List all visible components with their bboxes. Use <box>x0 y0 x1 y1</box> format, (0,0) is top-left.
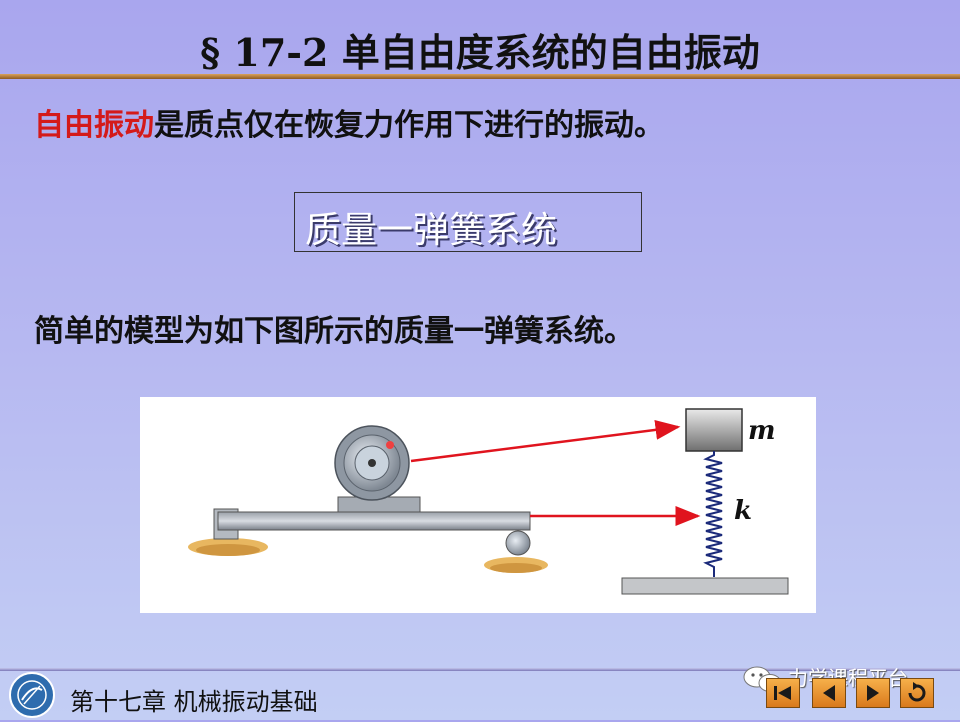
title-divider <box>0 74 960 79</box>
return-icon <box>908 682 926 702</box>
mass-spring-label: 质量一弹簧系统 <box>305 210 558 251</box>
chapter-footer: 第十七章 机械振动基础 <box>70 688 318 716</box>
arrow-to-mass <box>410 419 681 463</box>
university-logo-icon <box>4 672 60 722</box>
first-slide-icon <box>774 686 791 700</box>
beam <box>217 511 531 531</box>
figure-drawing: m k <box>188 408 789 595</box>
next-slide-button[interactable] <box>856 678 890 708</box>
definition-rest: 是质点仅在恢复力作用下进行的振动。 <box>154 108 664 143</box>
slide-title: § 17-2 单自由度系统的自由振动 <box>200 30 760 75</box>
motor-icon <box>334 425 410 501</box>
mass-spring-figure: m k <box>140 397 816 613</box>
right-ground-support <box>484 557 548 573</box>
spring-label: k <box>734 496 752 526</box>
previous-slide-icon <box>823 685 835 701</box>
first-slide-button[interactable] <box>766 678 800 708</box>
return-button[interactable] <box>900 678 934 708</box>
definition-term: 自由振动 <box>34 108 154 143</box>
footer-divider <box>0 668 960 671</box>
spring <box>703 451 723 577</box>
ground-plate <box>621 577 789 595</box>
roller-support <box>505 530 531 556</box>
model-description: 简单的模型为如下图所示的质量一弹簧系统。 <box>34 314 634 349</box>
watermark-text: 力学课程平台 <box>788 666 908 690</box>
definition-text: 自由振动是质点仅在恢复力作用下进行的振动。 <box>34 100 664 144</box>
mass-block <box>685 408 743 452</box>
mass-label: m <box>748 416 776 446</box>
left-ground-support <box>188 538 268 556</box>
previous-slide-button[interactable] <box>812 678 846 708</box>
next-slide-icon <box>867 685 879 701</box>
mass-spring-label-box: 质量一弹簧系统 <box>294 192 642 252</box>
